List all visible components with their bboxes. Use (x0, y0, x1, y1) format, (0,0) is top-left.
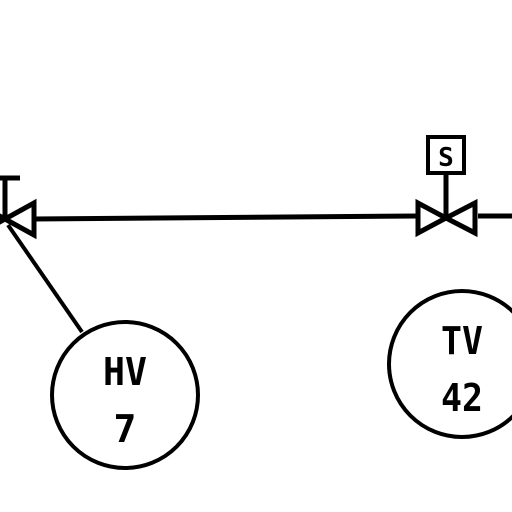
valve-body-right-half (0, 198, 37, 240)
instrument-letters: TV (441, 319, 483, 363)
instrument-circle (50, 320, 200, 470)
instrument-number: 7 (114, 407, 137, 451)
solenoid-label: S (438, 143, 454, 173)
valve-body-left-half (415, 198, 452, 238)
manual-valve-hv7 (0, 175, 37, 240)
instrument-bubble-hv7: HV 7 (50, 320, 200, 470)
valve-body-right-half (440, 198, 478, 238)
leader-line-hv7 (6, 223, 84, 334)
instrument-circle (387, 289, 512, 439)
solenoid-valve-tv42: S (415, 135, 478, 238)
solenoid-box (426, 135, 466, 175)
instrument-letters: HV (103, 350, 147, 394)
instrument-bubble-tv42: TV 42 (387, 289, 512, 439)
process-line (33, 213, 419, 222)
instrument-number: 42 (441, 376, 483, 420)
